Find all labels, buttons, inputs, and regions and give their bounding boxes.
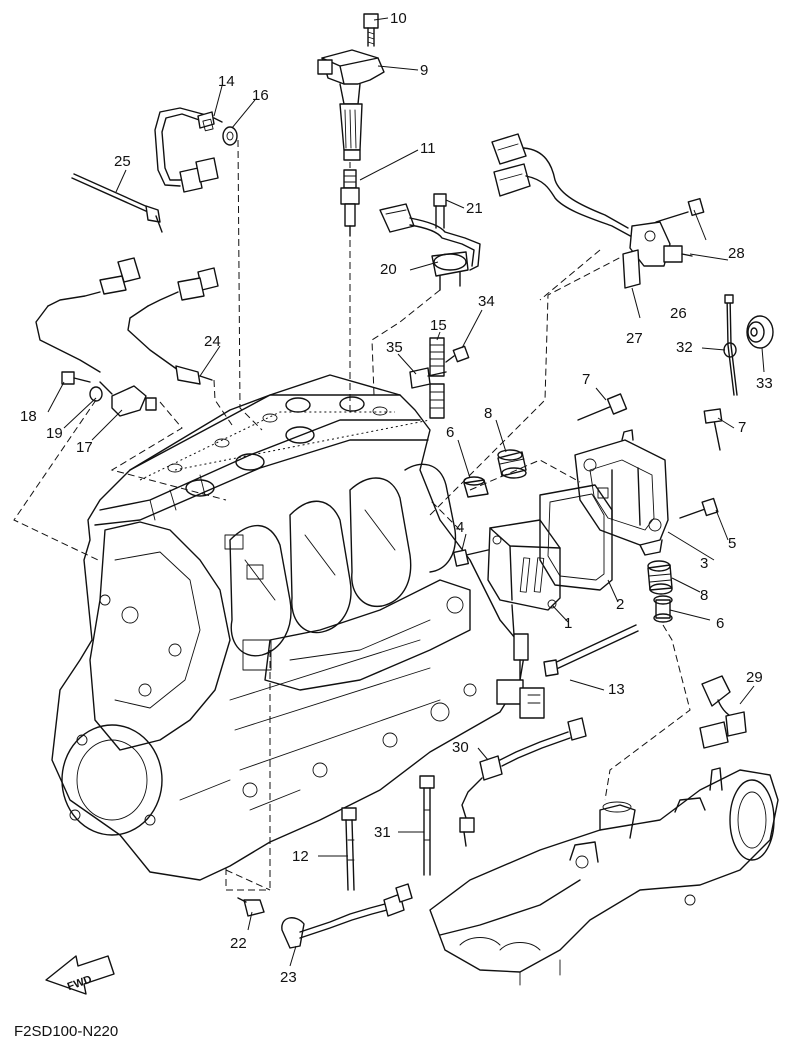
leader-lines: [47, 17, 765, 967]
callout-27: 27: [626, 330, 643, 347]
callout-21: 21: [466, 200, 483, 217]
callout-4: 4: [456, 519, 464, 536]
callout-16: 16: [252, 87, 269, 104]
grommet-upper: [497, 449, 527, 479]
callout-labels: 10 9 11 21 20 14 16 25 24 18 19 17 15 34…: [20, 10, 773, 986]
callout-6b: 6: [716, 615, 724, 632]
assembly-line-ecu: [429, 249, 626, 531]
oring-19: [89, 386, 103, 402]
cable-tie-31: [419, 775, 435, 876]
assembly-line-cam: [371, 289, 441, 396]
bolt-28: [655, 197, 705, 223]
callout-35: 35: [386, 339, 403, 356]
callout-24: 24: [204, 333, 221, 350]
callout-3: 3: [700, 555, 708, 572]
callout-14: 14: [218, 73, 235, 90]
callout-9: 9: [420, 62, 428, 79]
callout-17: 17: [76, 439, 93, 456]
cable-tie-25: [71, 173, 163, 233]
fwd-arrow-icon: FWD: [45, 955, 115, 995]
callout-7a: 7: [582, 371, 590, 388]
callout-5: 5: [728, 535, 736, 552]
assembly-line-ecu-lower: [604, 624, 691, 801]
callout-33: 33: [756, 375, 773, 392]
cable-tie-12: [341, 807, 357, 891]
exhaust-pipe: [429, 767, 779, 986]
bolt-bracket-5: [679, 497, 719, 519]
callout-8a: 8: [484, 405, 492, 422]
callout-13: 13: [608, 681, 625, 698]
pad-27: [622, 249, 641, 289]
callout-10: 10: [390, 10, 407, 27]
knock-sensor-22: [225, 650, 271, 917]
ignition-coil: [317, 49, 385, 161]
grommet-33: [746, 315, 774, 349]
callout-31: 31: [374, 824, 391, 841]
callout-23: 23: [280, 969, 297, 986]
callout-32: 32: [676, 339, 693, 356]
diagram-code: F2SD100-N220: [14, 1023, 118, 1040]
clamp-32: [723, 294, 738, 396]
collar-lower: [653, 595, 673, 623]
washer-16: [222, 126, 238, 146]
pressure-sensor-24: [35, 257, 219, 385]
callout-1: 1: [564, 615, 572, 632]
crank-sensor-17: [99, 381, 157, 417]
bolt-bracket-7b: [703, 408, 723, 451]
callout-11: 11: [420, 140, 436, 157]
ecu-module: [487, 519, 561, 719]
ecu-bracket: [574, 429, 669, 556]
callout-25: 25: [114, 153, 131, 170]
assembly-line-sensors: [13, 139, 263, 561]
callout-2: 2: [616, 596, 624, 613]
callout-6a: 6: [446, 424, 454, 441]
cable-tie-13: [543, 624, 639, 677]
callout-8b: 8: [700, 587, 708, 604]
wire-harness-26: [491, 133, 693, 267]
callout-28: 28: [728, 245, 745, 262]
knock-sensor-23: [281, 883, 413, 949]
callout-18: 18: [20, 408, 37, 425]
bolt-bracket-7a: [577, 393, 628, 421]
o2-sensor-30: [459, 717, 587, 847]
engine-block: [51, 374, 526, 881]
cam-sensor: [379, 203, 481, 291]
coil-bolt: [363, 13, 379, 47]
cam-sensor-bolt: [433, 193, 447, 229]
callout-26: 26: [670, 305, 687, 322]
bolt-34: [445, 345, 470, 363]
callout-15: 15: [430, 317, 447, 334]
callout-12: 12: [292, 848, 309, 865]
callout-30: 30: [452, 739, 469, 756]
bolt-18: [61, 371, 91, 385]
thermo-switch-29: [699, 675, 747, 749]
callout-29: 29: [746, 669, 763, 686]
grommet-lower: [647, 560, 673, 595]
callout-22: 22: [230, 935, 247, 952]
spark-plug: [340, 169, 360, 237]
temp-sensor-harness-14: [154, 107, 223, 193]
callout-20: 20: [380, 261, 397, 278]
callout-34: 34: [478, 293, 495, 310]
spring-15: [429, 337, 445, 419]
bolt-ecu-4: [452, 549, 489, 567]
callout-7b: 7: [738, 419, 746, 436]
callout-19: 19: [46, 425, 63, 442]
